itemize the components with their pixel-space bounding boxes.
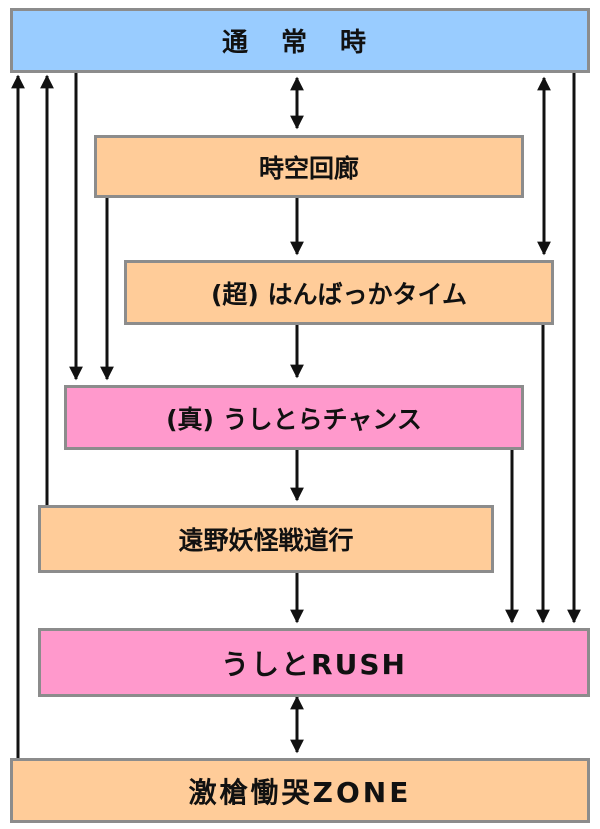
- node-zone-label: 激槍慟哭ZONE: [188, 775, 412, 809]
- node-normal-label: 通 常 時: [221, 28, 379, 58]
- node-rush: うしとRUSH: [38, 628, 590, 697]
- node-zone: 激槍慟哭ZONE: [10, 758, 590, 823]
- node-hanbakka: (超) はんばっかタイム: [124, 260, 554, 325]
- node-tono: 遠野妖怪戦道行: [38, 505, 494, 573]
- node-jikukairo-label: 時空回廊: [258, 153, 359, 183]
- node-normal: 通 常 時: [10, 8, 590, 73]
- node-chance-label: (真) うしとらチャンス: [166, 404, 422, 434]
- node-hanbakka-label: (超) はんばっかタイム: [210, 279, 468, 309]
- node-jikukairo: 時空回廊: [94, 135, 524, 198]
- node-rush-label: うしとRUSH: [221, 647, 407, 681]
- node-tono-label: 遠野妖怪戦道行: [178, 526, 354, 555]
- node-chance: (真) うしとらチャンス: [64, 385, 524, 450]
